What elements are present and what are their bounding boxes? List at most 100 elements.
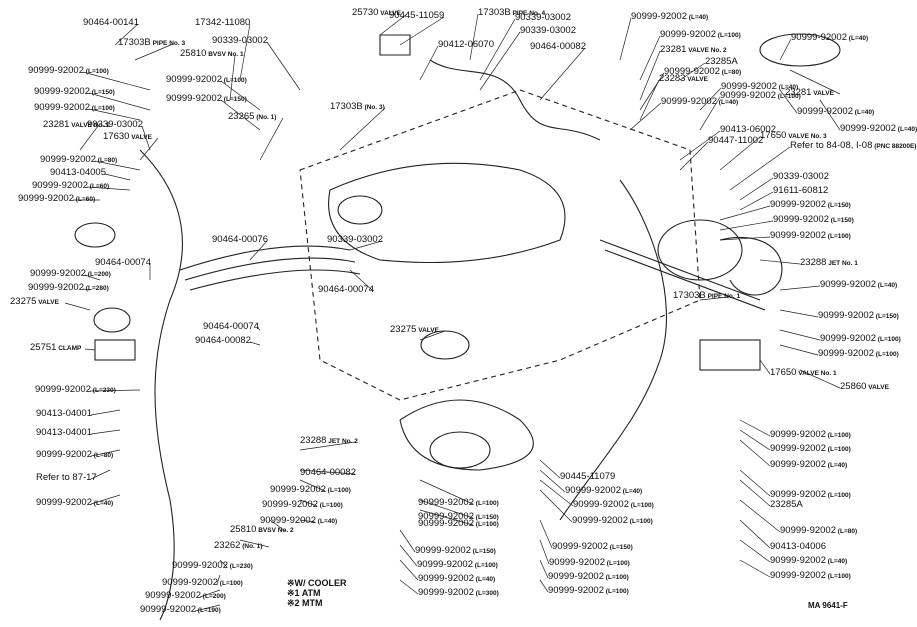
part-number: 90999-92002 — [818, 348, 874, 359]
leader-line — [90, 409, 121, 416]
part-number: 90999-92002 — [260, 515, 316, 526]
part-note: VALVE — [866, 384, 889, 391]
part-number: 90464-00082 — [195, 335, 251, 346]
part-number: 90999-92002 — [770, 429, 826, 440]
part-note: (L=100) — [776, 93, 801, 100]
callout-label: 90999-92002 (L=100) — [28, 66, 109, 77]
part-number: 90445-11059 — [389, 10, 445, 21]
leader-line — [759, 259, 801, 265]
leader-line — [819, 99, 841, 131]
leader-line — [249, 240, 268, 261]
callout-label: 90339-03002 — [773, 172, 829, 182]
leader-line — [699, 87, 722, 111]
part-number: 90999-92002 — [418, 587, 474, 598]
leader-line — [539, 479, 574, 507]
part-note: VALVE No. 2 — [686, 47, 727, 54]
part-note: (L=40) — [621, 488, 643, 495]
leader-line — [739, 429, 771, 451]
leader-line — [299, 441, 356, 451]
callout-label: 90999-92002 (L=40) — [260, 516, 337, 527]
leader-line — [719, 136, 761, 171]
part-note: (L=40) — [777, 84, 799, 91]
leader-line — [739, 539, 771, 563]
part-note: (No. 1) — [254, 114, 277, 121]
leader-line — [779, 344, 819, 356]
part-number: 90999-92002 — [40, 154, 96, 165]
part-note: (L=100) — [604, 588, 629, 595]
part-note: (L=40) — [826, 558, 848, 565]
leader-line — [539, 489, 573, 523]
leader-line — [469, 13, 479, 61]
part-number: 90413-04006 — [770, 541, 826, 552]
part-note: (L=100) — [326, 487, 351, 494]
callout-label: 90999-92002 (L=100) — [549, 558, 630, 569]
hose-loop — [399, 399, 534, 471]
callout-label: 90999-92002 (L=100) — [573, 500, 654, 511]
part-note: (L=100) — [826, 432, 851, 439]
part-number: 90999-92002 — [548, 571, 604, 582]
callout-label: 90999-92002 (L=40) — [797, 107, 874, 118]
leader-line — [88, 92, 151, 111]
callout-label: 90464-00141 — [83, 18, 139, 28]
part-number: 90999-92002 — [418, 497, 474, 508]
callout-label: 90999-92002 (L=40) — [631, 12, 708, 23]
callout-label: 90999-92002 (L=100) — [548, 572, 629, 583]
part-number: 90464-00082 — [530, 41, 586, 52]
part-number: 90999-92002 — [720, 90, 776, 101]
leader-line — [79, 125, 99, 151]
part-note: (L=150) — [608, 544, 633, 551]
valve-23281 — [379, 34, 411, 56]
callout-label: 90999-92002 (L=80) — [36, 450, 113, 461]
leader-line — [269, 519, 286, 532]
callout-label: 90464-00082 — [195, 336, 251, 346]
callout-label: 90999-92002 (L=40) — [770, 556, 847, 567]
part-number: 23281 — [660, 44, 687, 55]
callout-label: 90339-03002 — [515, 13, 571, 23]
part-number: 90999-92002 — [262, 499, 318, 510]
callout-label: 90999-92002 (L=40) — [36, 498, 113, 509]
part-number: 90999-92002 — [35, 384, 91, 395]
leader-line — [399, 544, 418, 567]
part-note: VALVE — [36, 299, 59, 306]
part-note: (L=100) — [716, 32, 741, 39]
part-note: (L=190) — [196, 607, 221, 614]
part-number: 90464-00074 — [203, 321, 259, 332]
leader-line — [82, 71, 151, 91]
part-number: 90999-92002 — [770, 570, 826, 581]
callout-label: 90339-03002 — [327, 235, 383, 245]
part-number: 90999-92002 — [418, 518, 474, 529]
callout-label: 90999-92002 (L=100) — [818, 349, 899, 360]
part-number: 90999-92002 — [36, 497, 92, 508]
part-note: (L=200) — [201, 593, 226, 600]
leader-line — [104, 173, 131, 181]
callout-label: 17630 VALVE — [103, 132, 152, 143]
part-note: JET No. 1 — [826, 260, 858, 267]
part-number: 23283 — [659, 73, 686, 84]
part-number: 90999-92002 — [661, 96, 717, 107]
part-number: 25810 — [230, 524, 257, 535]
part-note: PIPE No. 1 — [705, 293, 741, 300]
part-number: 90999-92002 — [162, 577, 218, 588]
leader-line — [739, 419, 771, 437]
leader-line — [266, 41, 301, 91]
part-note: (L=100) — [473, 562, 498, 569]
callout-label: 90999-92002 (L=100) — [162, 578, 243, 589]
callout-label: 90445-11059 — [389, 11, 444, 21]
throttle-body — [337, 195, 383, 225]
callout-label: 90464-00076 — [212, 235, 268, 245]
callout-label: 90999-92002 (L=100) — [417, 560, 498, 571]
leader-line — [84, 274, 101, 281]
part-number: 17303B — [673, 290, 706, 301]
callout-label: Refer to 87-17 — [36, 473, 97, 483]
part-number: 90999-92002 — [797, 106, 853, 117]
leader-line — [779, 38, 792, 61]
part-note: (L=100) — [90, 105, 115, 112]
part-number: 17650 — [770, 367, 797, 378]
part-number: 23262 — [214, 540, 241, 551]
part-number: 90999-92002 — [631, 11, 687, 22]
part-note: VALVE — [378, 10, 401, 17]
leader-line — [299, 479, 326, 492]
part-note: (L=80) — [720, 69, 742, 76]
vacuum-reservoir — [759, 33, 841, 67]
